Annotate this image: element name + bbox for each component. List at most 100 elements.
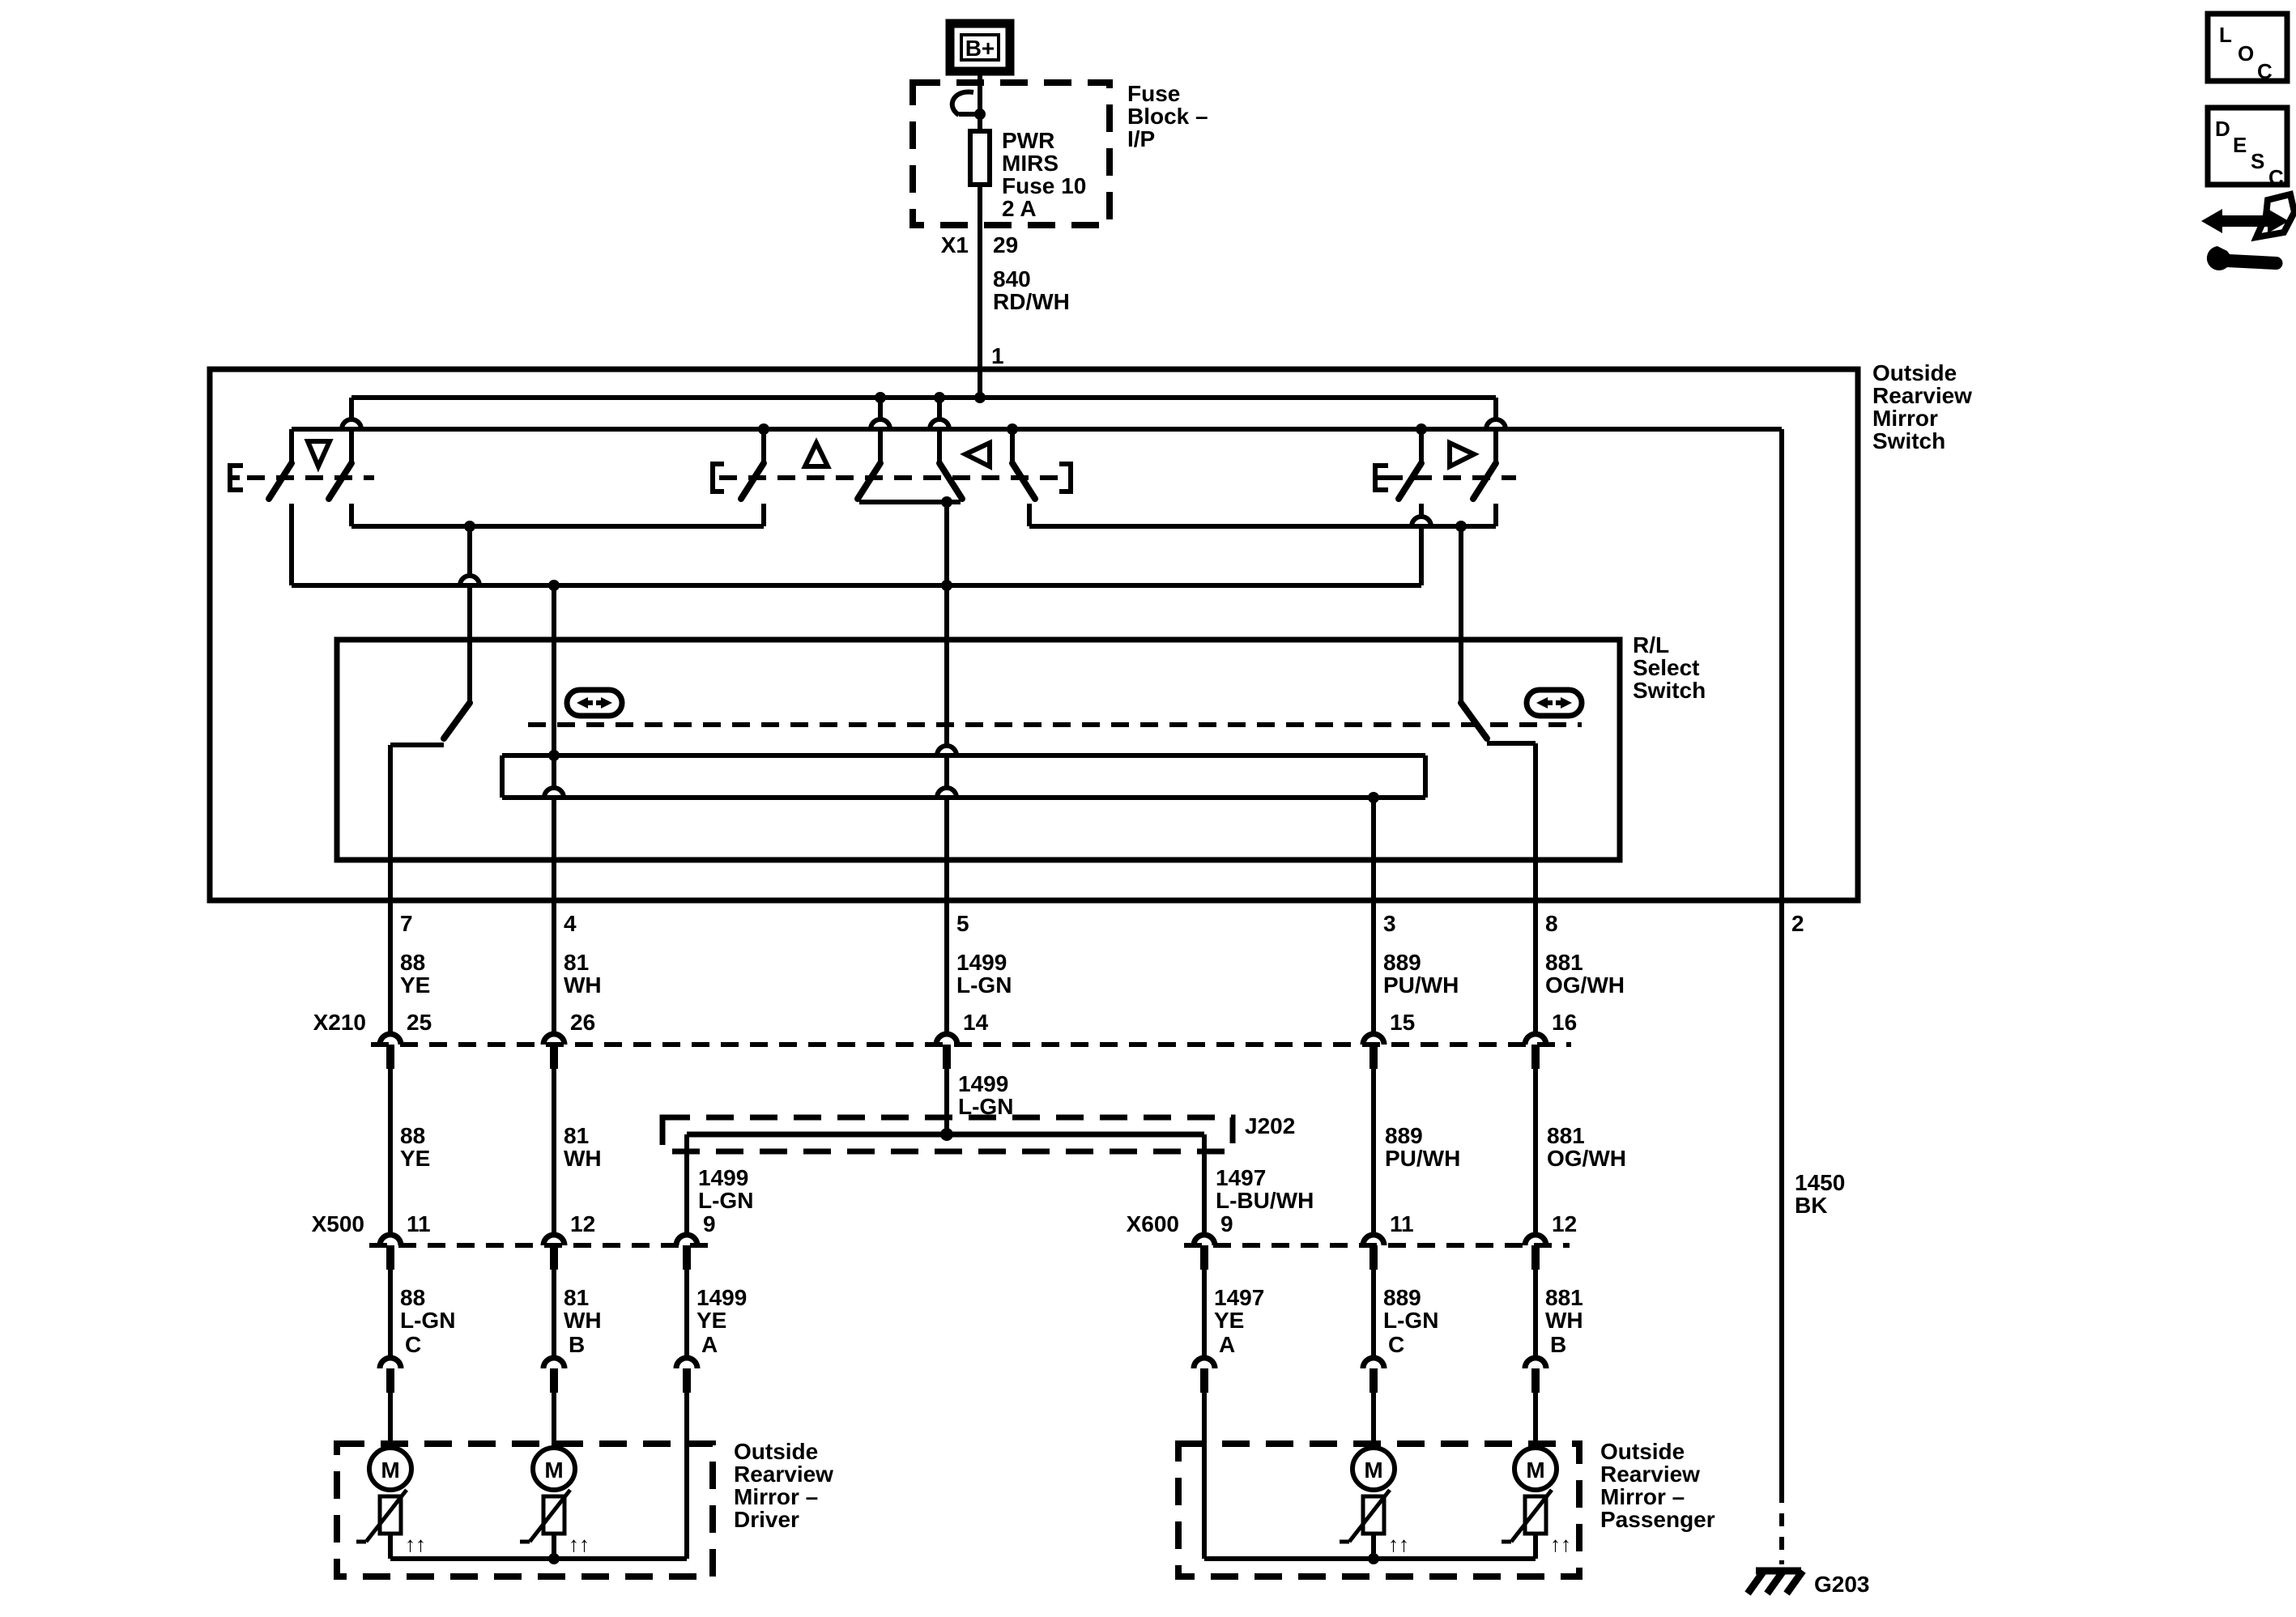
rl-blade-right[interactable] <box>1458 700 1490 742</box>
svg-text:Passenger: Passenger <box>1600 1507 1715 1532</box>
svg-text:L-GN: L-GN <box>698 1188 753 1213</box>
rl-label: Switch <box>1633 678 1706 703</box>
down-arrow-icon <box>304 439 334 473</box>
svg-text:11: 11 <box>1390 1211 1414 1236</box>
svg-text:2: 2 <box>1791 911 1804 936</box>
switch-label: Rearview <box>1872 383 1972 408</box>
svg-text:M: M <box>1526 1457 1544 1483</box>
desc-letter: S <box>2251 149 2264 173</box>
svg-text:81: 81 <box>564 1123 589 1148</box>
svg-text:M: M <box>544 1457 563 1483</box>
fuse-label: MIRS <box>1002 151 1059 176</box>
motor: M ↑↑ <box>1502 1445 1571 1559</box>
connector-x500: X500 11 12 9 <box>312 1211 719 1270</box>
svg-text:C: C <box>405 1332 421 1357</box>
svg-text:1497: 1497 <box>1214 1285 1264 1310</box>
svg-text:11: 11 <box>407 1211 431 1236</box>
svg-text:OG/WH: OG/WH <box>1545 972 1625 998</box>
svg-text:88: 88 <box>400 1285 425 1310</box>
svg-text:Mirror –: Mirror – <box>734 1484 818 1509</box>
switch-outputs <box>289 496 1498 703</box>
x600-label: X600 <box>1127 1211 1179 1236</box>
svg-text:881: 881 <box>1545 950 1583 975</box>
motor: M ↑↑ <box>356 1445 426 1559</box>
left-arrow-icon <box>960 439 992 470</box>
svg-text:881: 881 <box>1547 1123 1585 1148</box>
bus-drops <box>289 398 1506 463</box>
svg-text:WH: WH <box>1545 1308 1583 1333</box>
motor: M ↑↑ <box>1340 1445 1409 1559</box>
rl-label: Select <box>1633 655 1700 680</box>
svg-text:889: 889 <box>1383 1285 1421 1310</box>
e-bracket <box>1373 463 1388 492</box>
svg-text:81: 81 <box>564 950 589 975</box>
svg-text:A: A <box>1219 1332 1235 1357</box>
connector-x600: X600 9 11 12 <box>1127 1211 1577 1270</box>
x1-pin-label: 29 <box>993 232 1018 257</box>
svg-text:↑↑: ↑↑ <box>569 1532 590 1556</box>
svg-text:L-BU/WH: L-BU/WH <box>1216 1188 1314 1213</box>
right-arrow-icon <box>1447 439 1480 470</box>
svg-text:88: 88 <box>400 1123 425 1148</box>
mirror-driver-box: Outside Rearview Mirror – Driver M ↑↑ M … <box>334 1439 833 1580</box>
open-bracket <box>710 462 724 494</box>
battery-feed: B+ <box>945 19 1015 131</box>
svg-text:Mirror –: Mirror – <box>1600 1484 1685 1509</box>
svg-text:YE: YE <box>1214 1308 1244 1333</box>
rl-blade-left[interactable] <box>441 700 473 742</box>
svg-text:OG/WH: OG/WH <box>1547 1146 1626 1171</box>
svg-text:14: 14 <box>963 1010 989 1035</box>
loc-letter: L <box>2219 23 2232 47</box>
svg-text:16: 16 <box>1552 1010 1577 1035</box>
b-plus-label: B+ <box>965 36 995 61</box>
switch-label: Switch <box>1872 428 1945 453</box>
svg-text:Outside: Outside <box>1600 1439 1685 1464</box>
fuse-label: Fuse 10 <box>1002 173 1086 198</box>
rl-rocker-icon[interactable] <box>1523 687 1585 719</box>
e-bracket <box>228 463 243 492</box>
svg-text:WH: WH <box>564 1308 602 1333</box>
up-arrow-icon <box>801 437 832 469</box>
svg-text:15: 15 <box>1390 1010 1415 1035</box>
desc-letter: D <box>2215 117 2230 141</box>
rl-label: R/L <box>1633 632 1669 657</box>
svg-text:Rearview: Rearview <box>734 1462 833 1487</box>
fuse-hook-symbol <box>949 89 974 117</box>
svg-text:889: 889 <box>1383 950 1421 975</box>
svg-text:↑↑: ↑↑ <box>1388 1532 1409 1556</box>
loc-button[interactable]: L O C <box>2204 11 2290 84</box>
svg-text:1497: 1497 <box>1216 1165 1266 1190</box>
ground-symbol-icon <box>1744 1567 1806 1596</box>
svg-text:Driver: Driver <box>734 1507 799 1532</box>
desc-button[interactable]: D E S C <box>2204 104 2290 189</box>
fuse-label: PWR <box>1002 128 1054 153</box>
svg-text:8: 8 <box>1545 911 1558 936</box>
rl-rocker-icon[interactable] <box>564 687 625 719</box>
svg-text:Outside: Outside <box>734 1439 818 1464</box>
fuse-block-box <box>909 79 1113 228</box>
svg-text:9: 9 <box>1220 1211 1233 1236</box>
x500-label: X500 <box>312 1211 364 1236</box>
mirror-switch-box: Outside Rearview Mirror Switch <box>207 360 1972 1490</box>
switch-blades[interactable] <box>266 460 1499 502</box>
feed-wire-840: X1 29 840 RD/WH 1 <box>941 185 1070 369</box>
circuit-840-label: 840 <box>993 266 1031 291</box>
mirror-passenger-box: Outside Rearview Mirror – Passenger M ↑↑… <box>1175 1439 1715 1580</box>
desc-letter: E <box>2233 133 2247 157</box>
svg-text:12: 12 <box>570 1211 595 1236</box>
svg-text:9: 9 <box>703 1211 716 1236</box>
loc-letter: C <box>2257 59 2273 83</box>
fuse-block-label: Block – <box>1127 104 1208 129</box>
fuse-label: 2 A <box>1002 196 1037 221</box>
service-tools-icon[interactable] <box>2201 190 2296 270</box>
linkage <box>228 462 1516 494</box>
fuse-symbol <box>968 129 992 187</box>
svg-text:1499: 1499 <box>698 1165 748 1190</box>
fuse-block-label: Fuse <box>1127 81 1180 106</box>
svg-text:YE: YE <box>696 1308 726 1333</box>
svg-text:L-GN: L-GN <box>400 1308 455 1333</box>
pin-1-label: 1 <box>991 343 1004 368</box>
svg-text:Rearview: Rearview <box>1600 1462 1700 1487</box>
